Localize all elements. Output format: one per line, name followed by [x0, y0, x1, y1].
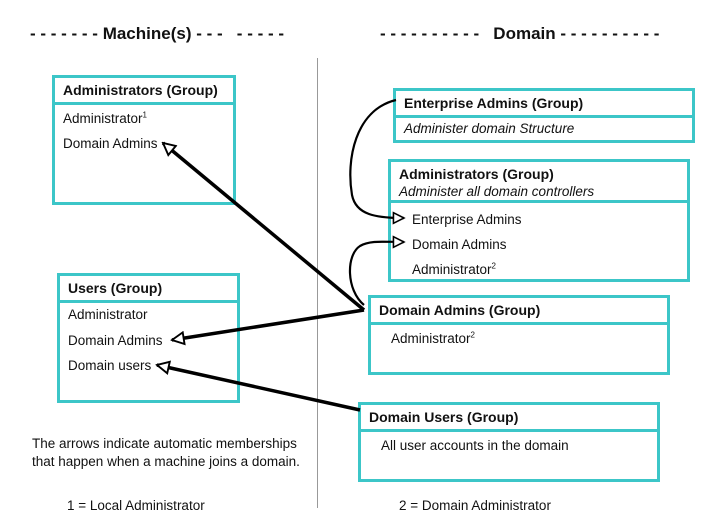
- arrow-domain-admins-to-domain-administrators: [348, 242, 404, 306]
- machine-administrators-title: Administrators (Group): [55, 78, 233, 105]
- machine-users-item-domain-users: Domain users: [68, 358, 152, 373]
- domain-domain-admins-group-box: Domain Admins (Group) Administrator2: [368, 295, 670, 375]
- domain-domain-users-item-all-accounts: All user accounts in the domain: [381, 438, 569, 453]
- arrow-domain-users-to-machine-users: [157, 365, 361, 412]
- arrow-domain-admins-to-machine-users: [172, 308, 365, 340]
- footnote-local-administrator: 1 = Local Administrator: [67, 498, 205, 513]
- footnote-domain-administrator: 2 = Domain Administrator: [399, 498, 551, 513]
- domain-domain-users-group-box: Domain Users (Group) All user accounts i…: [358, 402, 660, 482]
- arrow-domain-admins-to-machine-administrators: [163, 143, 366, 312]
- domain-administrators-item-administrator: Administrator2: [412, 261, 496, 277]
- domain-enterprise-admins-title: Enterprise Admins (Group): [396, 91, 692, 118]
- domain-administrators-description: Administer all domain controllers: [399, 184, 595, 199]
- machine-users-title: Users (Group): [60, 276, 237, 303]
- note-line-2: that happen when a machine joins a domai…: [32, 454, 300, 469]
- domain-domain-users-title: Domain Users (Group): [361, 405, 657, 432]
- machine-users-item-domain-admins: Domain Admins: [68, 333, 163, 348]
- note-line-1: The arrows indicate automatic membership…: [32, 436, 297, 451]
- domain-domain-admins-title: Domain Admins (Group): [371, 298, 667, 325]
- machine-administrators-item-domain-admins: Domain Admins: [63, 136, 158, 151]
- domain-domain-admins-item-administrator: Administrator2: [391, 330, 475, 346]
- domain-administrators-group-box: Administrators (Group) Administer all do…: [388, 159, 690, 282]
- arrow-explanation-note: The arrows indicate automatic membership…: [32, 435, 300, 471]
- domain-enterprise-admins-description: Administer domain Structure: [404, 121, 575, 136]
- machines-header: - - - - - - - Machine(s) - - - - - - - -: [30, 24, 285, 43]
- divider-line: [317, 58, 318, 508]
- domain-header: - - - - - - - - - - Domain - - - - - - -…: [380, 24, 660, 43]
- machine-administrators-item-administrator: Administrator1: [63, 110, 147, 126]
- domain-administrators-title: Administrators (Group): [391, 162, 687, 203]
- arrow-enterprise-admins-to-domain-administrators: [349, 98, 404, 218]
- machine-users-group-box: Users (Group) Administrator Domain Admin…: [57, 273, 240, 403]
- machine-users-item-administrator: Administrator: [68, 307, 148, 322]
- domain-enterprise-admins-group-box: Enterprise Admins (Group) Administer dom…: [393, 88, 695, 143]
- domain-administrators-item-enterprise-admins: Enterprise Admins: [412, 212, 522, 227]
- machine-administrators-group-box: Administrators (Group) Administrator1 Do…: [52, 75, 236, 205]
- domain-administrators-item-domain-admins: Domain Admins: [412, 237, 507, 252]
